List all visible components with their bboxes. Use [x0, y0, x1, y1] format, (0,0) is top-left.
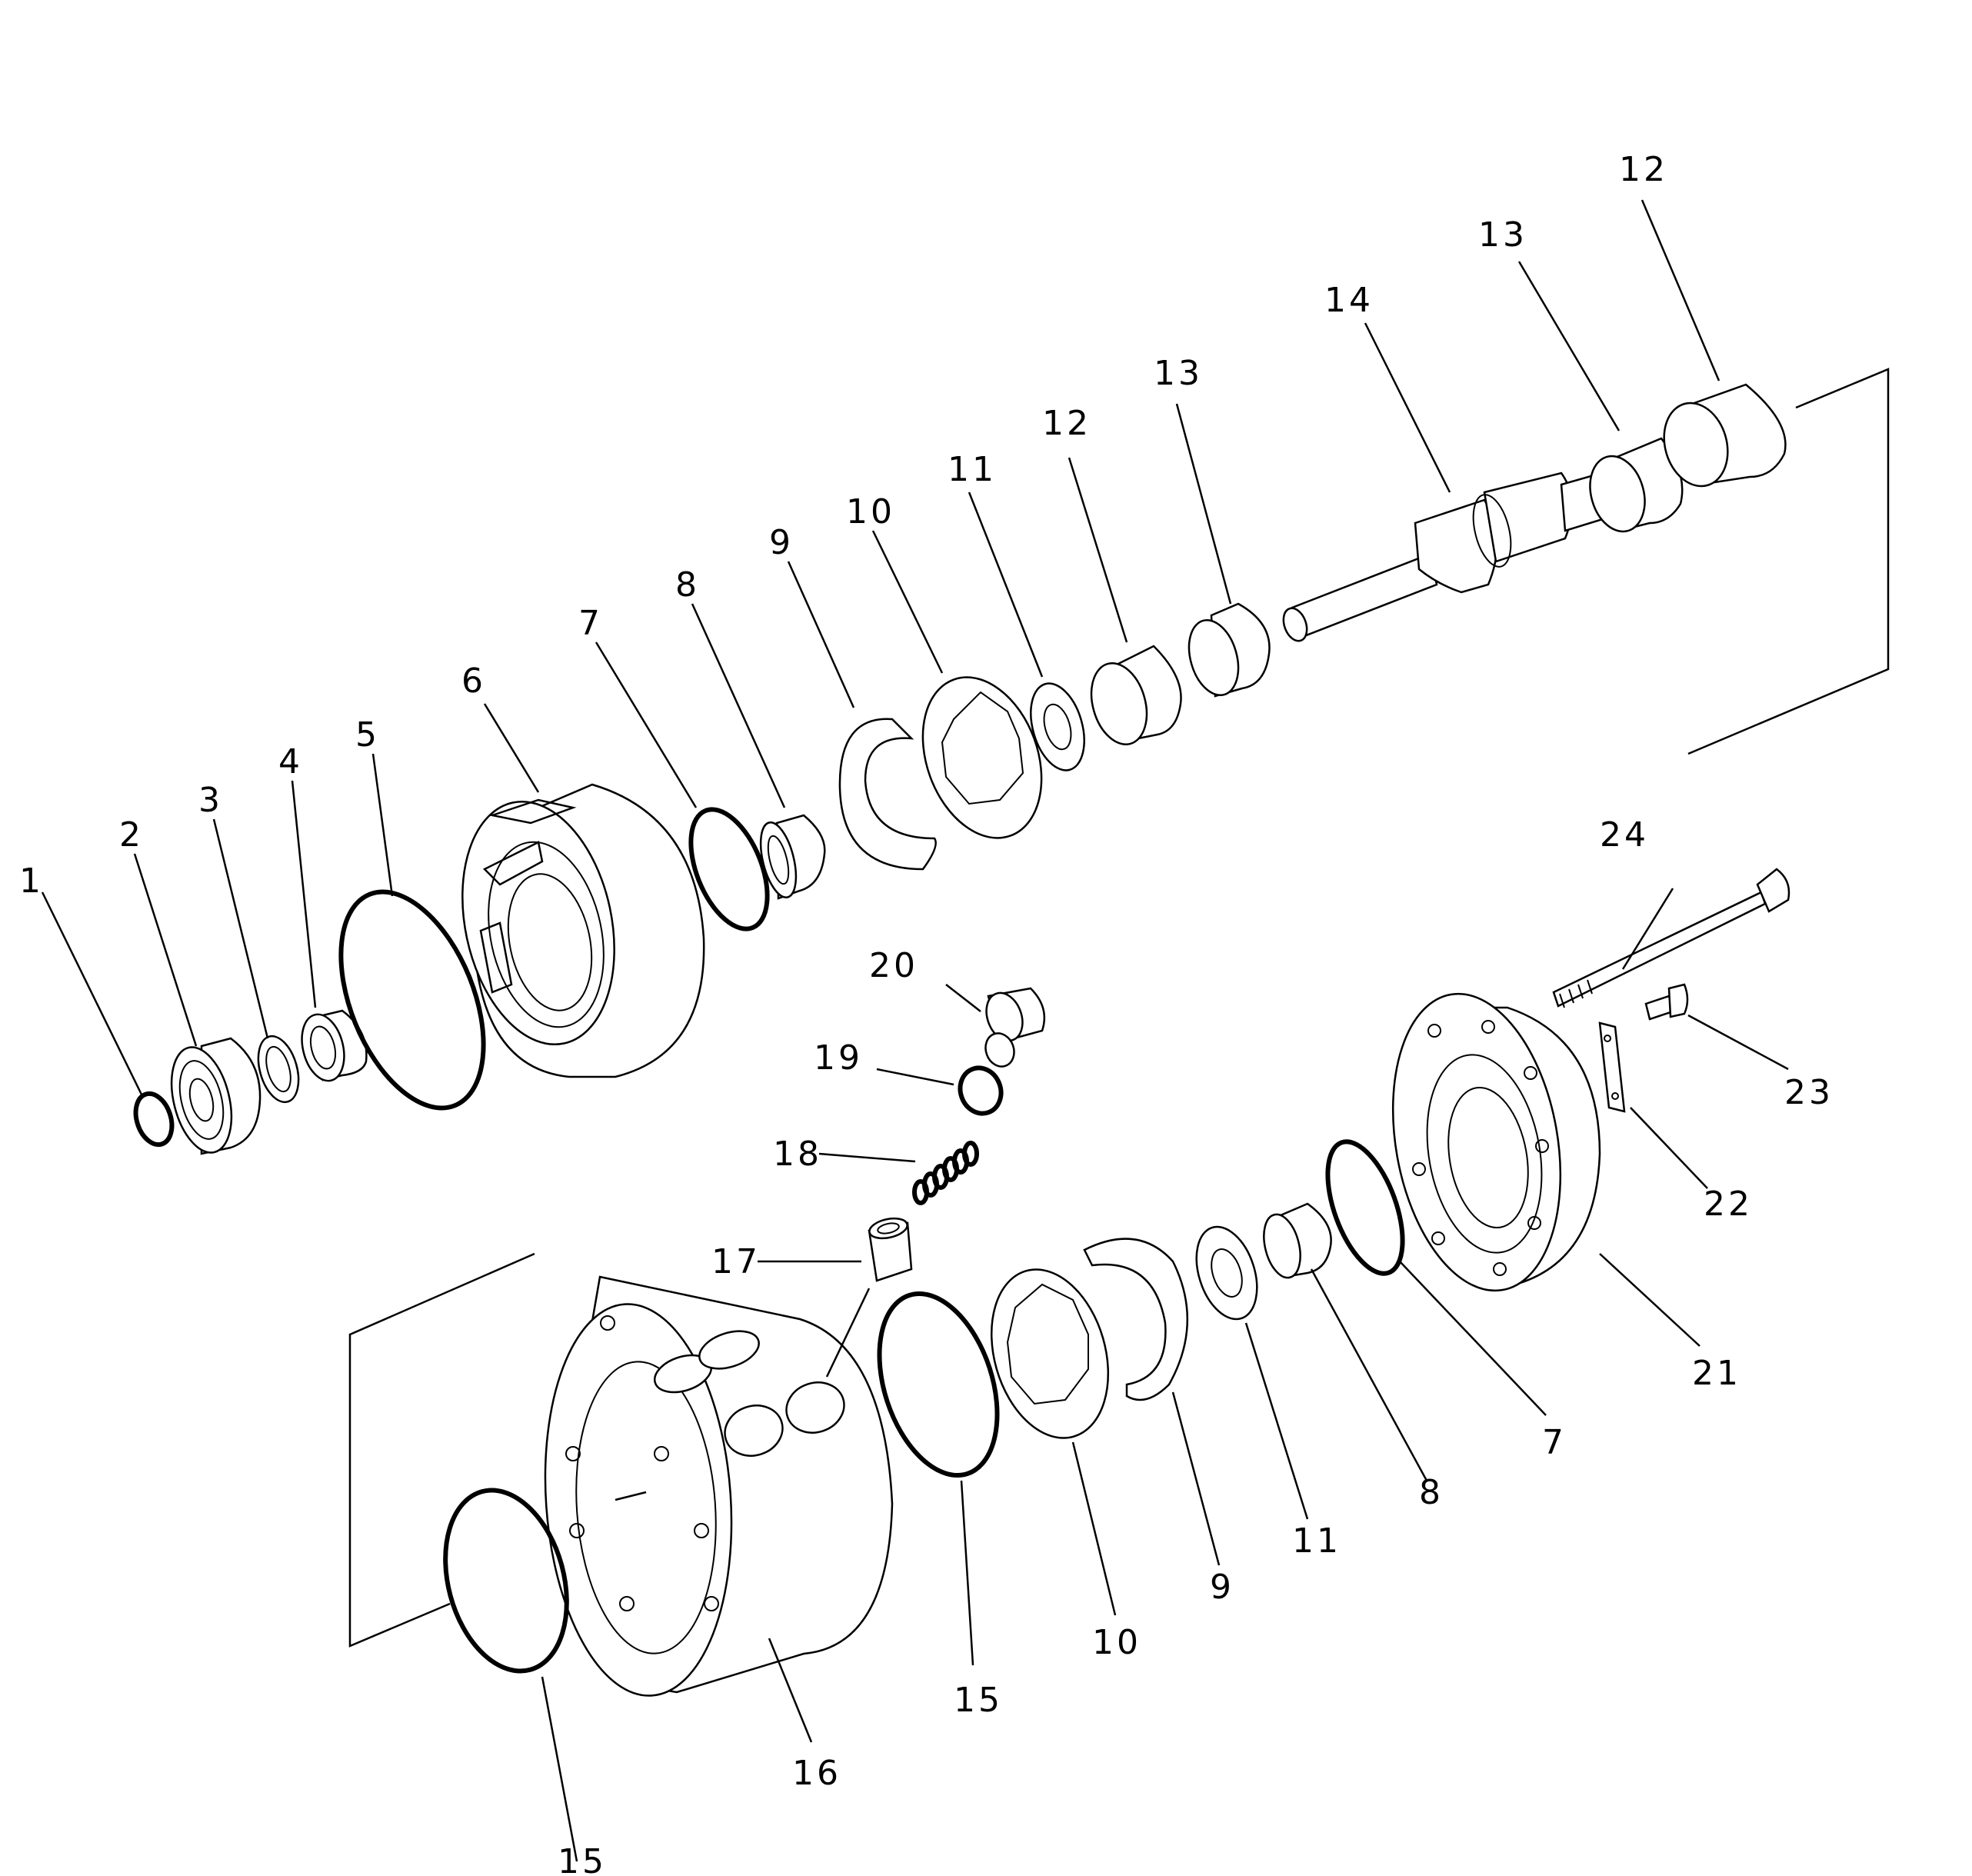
callout-10-lower: 10 — [1092, 1623, 1141, 1662]
part-20-plug — [984, 987, 1046, 1068]
callout-12-right: 12 — [1619, 150, 1668, 189]
callout-18: 18 — [773, 1135, 822, 1174]
callout-13-right: 13 — [1478, 215, 1527, 255]
part-10-plate-upper — [921, 676, 1043, 839]
part-9-split-ring-lower — [1083, 1238, 1188, 1401]
part-23-small-bolt — [1644, 983, 1689, 1021]
part-12-bushing-upper — [1090, 645, 1182, 745]
callout-7-lower: 7 — [1542, 1423, 1567, 1462]
callout-6: 6 — [461, 661, 486, 701]
part-6-cover-housing — [461, 783, 705, 1078]
callout-11-lower: 11 — [1292, 1521, 1341, 1561]
part-15-o-ring-middle — [877, 1291, 1000, 1478]
part-14-shaft — [1282, 468, 1621, 642]
part-12-bushing-right — [1663, 383, 1787, 488]
callout-10-upper: 10 — [846, 492, 895, 531]
callout-16: 16 — [792, 1754, 841, 1793]
callout-9-lower: 9 — [1210, 1568, 1234, 1607]
callout-21: 21 — [1692, 1354, 1741, 1393]
part-11-washer-lower — [1195, 1225, 1258, 1321]
part-21-end-cover — [1391, 992, 1601, 1292]
part-13-bushing-right — [1589, 437, 1684, 533]
callout-17: 17 — [711, 1242, 761, 1281]
callout-5: 5 — [355, 715, 380, 755]
callout-4: 4 — [278, 742, 303, 781]
part-3-washer — [257, 1035, 300, 1104]
callout-19: 19 — [814, 1038, 863, 1078]
part-16-main-housing — [544, 1275, 894, 1697]
part-5-o-ring — [338, 889, 486, 1111]
callout-14: 14 — [1324, 281, 1374, 320]
part-7-o-ring-upper — [688, 807, 770, 931]
assembly-bracket-upper — [1687, 368, 1890, 755]
part-2-bearing — [170, 1037, 261, 1155]
part-7-o-ring-lower — [1325, 1139, 1405, 1276]
part-1-snap-ring — [133, 1091, 175, 1148]
callout-3: 3 — [198, 781, 223, 820]
callout-8-upper: 8 — [675, 565, 700, 605]
part-8-bushing-lower — [1263, 1202, 1332, 1279]
callout-1: 1 — [19, 861, 44, 901]
part-19-o-ring — [958, 1065, 1004, 1116]
assembly-bracket-lower — [348, 1252, 535, 1648]
callout-2: 2 — [119, 815, 144, 855]
part-15-o-ring-left — [443, 1488, 569, 1674]
callout-24: 24 — [1600, 815, 1649, 855]
part-8-needle-bearing-upper — [759, 814, 826, 900]
callout-20: 20 — [869, 946, 918, 985]
part-13-bushing-upper — [1188, 602, 1271, 698]
callout-11-upper: 11 — [948, 450, 997, 489]
callout-15-left: 15 — [558, 1842, 607, 1876]
callout-7-upper: 7 — [578, 604, 603, 643]
callout-8-lower: 8 — [1419, 1473, 1444, 1512]
callout-labels: 1 2 3 4 5 6 7 8 9 10 11 12 13 14 13 12 2… — [19, 150, 1834, 1876]
callout-23: 23 — [1784, 1073, 1834, 1112]
callout-22: 22 — [1704, 1185, 1753, 1224]
callout-9-upper: 9 — [769, 523, 794, 562]
callout-13-upper: 13 — [1154, 354, 1203, 393]
part-11-washer-upper — [1030, 682, 1085, 771]
part-9-split-ring-upper — [838, 718, 937, 871]
callout-12-upper: 12 — [1042, 404, 1091, 443]
part-24-bolt — [1552, 868, 1790, 1008]
part-10-plate-lower — [990, 1268, 1110, 1439]
callout-15-middle: 15 — [954, 1681, 1003, 1720]
part-18-spring — [912, 1141, 979, 1205]
part-22-plate — [1598, 1021, 1626, 1113]
part-17-valve — [868, 1217, 913, 1282]
leader-lines — [41, 199, 1789, 1862]
